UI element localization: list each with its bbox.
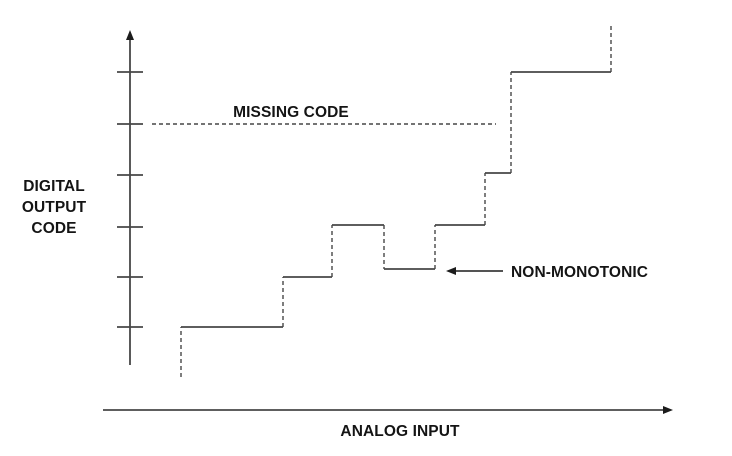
y-axis — [117, 30, 143, 365]
missing-code-label: MISSING CODE — [233, 104, 349, 121]
non-monotonic-label: NON-MONOTONIC — [511, 264, 648, 281]
x-axis-label: ANALOG INPUT — [340, 423, 460, 440]
y-axis-label-line2: OUTPUT — [22, 199, 87, 216]
non-monotonic-arrow — [446, 267, 503, 275]
y-axis-label-line1: DIGITAL — [23, 178, 85, 195]
x-axis — [103, 406, 673, 414]
transfer-function-staircase — [180, 23, 612, 377]
non-monotonic-arrowhead-icon — [446, 267, 456, 275]
y-axis-label-line3: CODE — [31, 220, 76, 237]
y-axis-arrowhead-icon — [126, 30, 134, 40]
x-axis-arrowhead-icon — [663, 406, 673, 414]
